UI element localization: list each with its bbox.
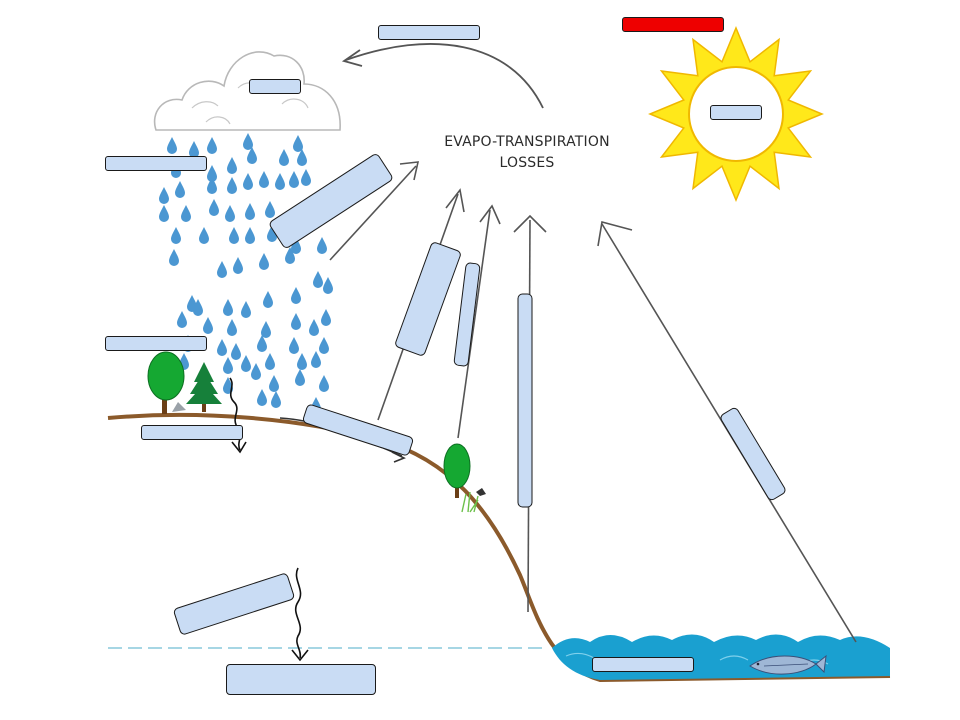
rain-drop-icon — [309, 319, 319, 336]
rain-drop-icon — [263, 291, 273, 308]
rain-drop-icon — [245, 227, 255, 244]
rain-drop-icon — [301, 169, 311, 186]
heading-line-2: LOSSES — [499, 155, 555, 171]
label-water-body[interactable] — [592, 657, 694, 672]
rain-drop-icon — [259, 253, 269, 270]
rain-drop-icon — [289, 337, 299, 354]
rain-drop-icon — [323, 277, 333, 294]
rain-drop-icon — [167, 137, 177, 154]
rain-drop-icon — [243, 133, 253, 150]
rain-drop-icon — [175, 181, 185, 198]
rain-drop-icon — [207, 137, 217, 154]
rain-drop-icon — [269, 375, 279, 392]
rain-drop-icon — [295, 369, 305, 386]
percolation-wavy-arrow — [291, 567, 309, 662]
rain-drop-icon — [265, 353, 275, 370]
deciduous-tree-icon — [147, 351, 185, 414]
label-sun-header[interactable] — [622, 17, 724, 32]
rain-drop-icon — [257, 389, 267, 406]
rain-drop-icon — [231, 343, 241, 360]
rain-drop-icon — [271, 391, 281, 408]
rain-drop-icon — [171, 227, 181, 244]
rain-drop-icon — [245, 203, 255, 220]
rain-drop-icon — [199, 227, 209, 244]
rain-drop-icon — [223, 357, 233, 374]
rain-drop-icon — [275, 173, 285, 190]
rain-drop-icon — [159, 205, 169, 222]
rain-drop-icon — [317, 237, 327, 254]
rain-drop-icon — [313, 271, 323, 288]
rain-drop-icon — [217, 339, 227, 356]
rain-drops-icon — [159, 133, 333, 414]
cloud-icon — [153, 51, 341, 131]
rain-drop-icon — [289, 171, 299, 188]
evapotranspiration-heading: EVAPO-TRANSPIRATION LOSSES — [420, 132, 634, 174]
label-rain[interactable] — [105, 156, 207, 171]
fish-icon — [749, 654, 827, 675]
rain-drop-icon — [169, 249, 179, 266]
rock-icon — [172, 402, 186, 412]
heading-line-1: EVAPO-TRANSPIRATION — [444, 134, 610, 150]
rain-drop-icon — [209, 199, 219, 216]
rain-drop-icon — [291, 287, 301, 304]
rain-drop-icon — [233, 257, 243, 274]
rain-drop-icon — [279, 149, 289, 166]
rain-drop-icon — [311, 351, 321, 368]
label-infiltration[interactable] — [141, 425, 243, 440]
curved-arrow-icon — [341, 43, 544, 109]
label-groundwater[interactable] — [226, 664, 376, 695]
rain-drop-icon — [321, 309, 331, 326]
rain-drop-icon — [251, 363, 261, 380]
rain-drop-icon — [229, 227, 239, 244]
label-vegetation[interactable] — [105, 336, 207, 351]
rain-drop-icon — [265, 201, 275, 218]
label-cloud[interactable] — [249, 79, 301, 94]
rain-drop-icon — [227, 177, 237, 194]
rain-drop-icon — [243, 173, 253, 190]
rain-drop-icon — [227, 319, 237, 336]
rain-drop-icon — [177, 311, 187, 328]
rain-drop-icon — [261, 321, 271, 338]
pine-tree-icon — [186, 362, 222, 412]
rain-drop-icon — [291, 313, 301, 330]
rain-drop-icon — [227, 157, 237, 174]
rain-drop-icon — [241, 355, 251, 372]
rain-drop-icon — [223, 299, 233, 316]
slope-tree-icon — [443, 443, 486, 513]
label-sun[interactable] — [710, 105, 762, 120]
rain-drop-icon — [241, 301, 251, 318]
rain-drop-icon — [217, 261, 227, 278]
rain-drop-icon — [297, 353, 307, 370]
rain-drop-icon — [319, 375, 329, 392]
rain-drop-icon — [319, 337, 329, 354]
label-top-arrow[interactable] — [378, 25, 480, 40]
rain-drop-icon — [293, 135, 303, 152]
rain-drop-icon — [181, 205, 191, 222]
rain-drop-icon — [259, 171, 269, 188]
label-evaporation-land[interactable] — [517, 293, 533, 508]
rain-drop-icon — [203, 317, 213, 334]
rain-drop-icon — [225, 205, 235, 222]
evaporation-arrows — [329, 161, 857, 643]
rain-drop-icon — [159, 187, 169, 204]
